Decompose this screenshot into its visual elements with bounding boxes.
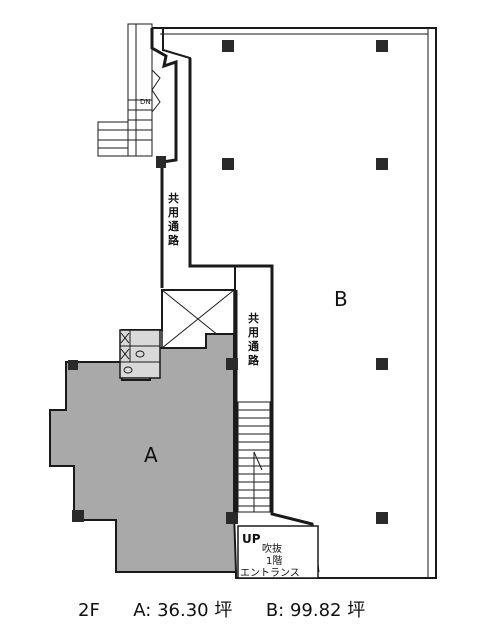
void-label-2: 1階: [266, 555, 282, 567]
unit-b-label: B: [334, 287, 348, 311]
stair-down-label: DN: [140, 98, 151, 106]
void-label-1: 吹抜: [262, 542, 282, 555]
unit-a-area: 36.30 坪: [157, 600, 233, 621]
corridor-upper-char-4: 路: [168, 233, 180, 247]
unit-a-area: [49, 333, 238, 573]
entrance-void: [237, 525, 319, 579]
void-label-3: エントランス: [240, 567, 300, 579]
corridor-upper-char-1: 共: [168, 191, 179, 205]
corridor-lower-char-2: 用: [248, 326, 259, 339]
floor-plan-drawing: DN: [49, 23, 437, 579]
toilet-block: [119, 329, 161, 379]
floor-number: 2F: [78, 600, 100, 621]
corridor-lower-char-3: 通: [248, 340, 259, 353]
unit-b-area: 99.82 坪: [289, 600, 366, 621]
columns: [68, 40, 388, 524]
corridor-upper-char-3: 通: [168, 220, 179, 233]
unit-a-label: A: [144, 443, 158, 467]
unit-b-caption-label: B:: [265, 600, 285, 621]
stair-down: DN: [97, 23, 161, 157]
stair-corridor: [237, 401, 271, 513]
corridor-upper-char-2: 用: [168, 206, 179, 219]
stair-up-label: UP: [242, 532, 261, 546]
corridor-lower-char-4: 路: [248, 353, 260, 367]
area-caption: 2F A: 36.30 坪 B: 99.82 坪: [78, 596, 478, 622]
corridor-lower-char-1: 共: [248, 311, 259, 325]
unit-a-caption-label: A:: [133, 600, 152, 621]
